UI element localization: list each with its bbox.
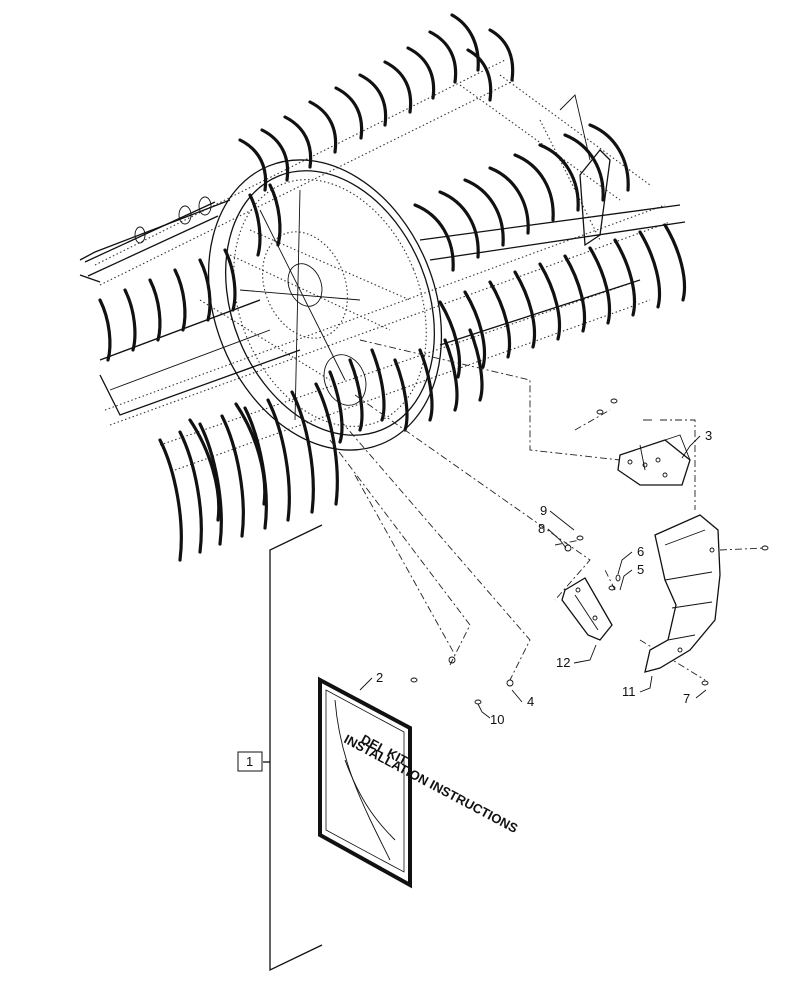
hardware-fasteners <box>410 398 769 705</box>
tine-row-bottom-left <box>158 382 339 562</box>
tine-row-left <box>98 183 282 362</box>
kit-bracket <box>237 524 323 972</box>
callout-6: 6 <box>637 544 644 559</box>
tine-row-upper-right <box>413 123 630 272</box>
callout-10: 10 <box>490 712 504 727</box>
callout-12: 12 <box>556 655 570 670</box>
callouts: 1 2 3 4 5 6 7 8 9 10 11 12 <box>246 428 712 769</box>
callout-5: 5 <box>637 562 644 577</box>
callout-11: 11 <box>622 684 636 699</box>
callout-9: 9 <box>540 503 547 518</box>
tine-row-top <box>238 13 515 192</box>
shield-guard-part-11 <box>644 514 721 673</box>
callout-1: 1 <box>246 754 253 769</box>
callout-2: 2 <box>376 670 383 685</box>
tine-row-middle-right <box>438 223 687 379</box>
assembly-leader-lines <box>329 339 766 681</box>
callout-4: 4 <box>527 694 534 709</box>
callout-7: 7 <box>683 691 690 706</box>
bracket-arm-part-12 <box>561 577 613 641</box>
bracket-part-3 <box>617 434 691 486</box>
rake-assembly <box>79 13 687 562</box>
instruction-manual-part-2: DEL KIT INSTALLATION INSTRUCTIONS <box>318 676 521 889</box>
callout-8: 8 <box>538 521 545 536</box>
callout-3: 3 <box>705 428 712 443</box>
kit-item-box <box>237 751 263 772</box>
